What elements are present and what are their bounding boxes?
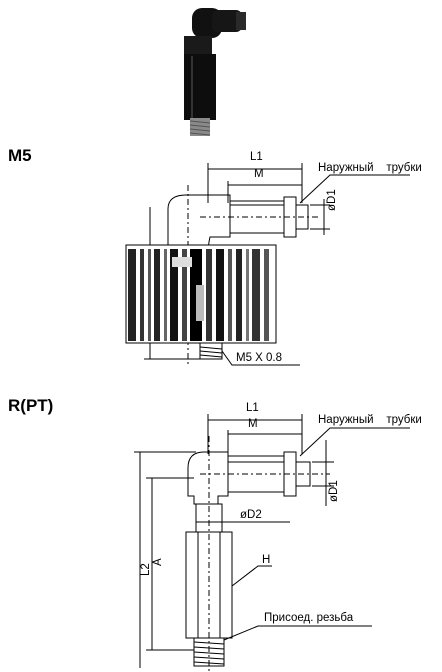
rpt-thread-leader bbox=[223, 625, 372, 641]
m5-label-outer-tube: Наружный трубки bbox=[318, 162, 422, 174]
rpt-label-m: M bbox=[248, 418, 258, 430]
rpt-drawing bbox=[134, 414, 410, 671]
rpt-label-l1: L1 bbox=[246, 402, 259, 414]
m5-label-m: M bbox=[254, 168, 264, 180]
m5-tube-leader bbox=[299, 174, 410, 204]
rpt-label-outer-tube: Наружный трубки bbox=[318, 414, 422, 426]
m5-label-l1: L1 bbox=[250, 151, 263, 163]
photo-thread-lines bbox=[189, 120, 211, 136]
photo-hex-body bbox=[184, 54, 216, 120]
rpt-label-h: H bbox=[262, 554, 271, 566]
rpt-label-conn-thread: Присоед. резьба bbox=[264, 612, 354, 624]
rpt-label-l2: L2 bbox=[140, 563, 152, 576]
rpt-tube-leader bbox=[299, 427, 410, 457]
m5-body-block bbox=[125, 244, 277, 344]
section-title-m5: M5 bbox=[8, 146, 32, 165]
fitting-photo bbox=[184, 8, 246, 136]
rpt-h-leader bbox=[231, 565, 272, 587]
rpt-elbow-outline bbox=[187, 451, 229, 505]
rpt-release-ring bbox=[295, 461, 311, 487]
m5-label-thread: M5 X 0.8 bbox=[236, 352, 283, 364]
photo-neck bbox=[184, 36, 212, 56]
photo-collet bbox=[236, 12, 246, 30]
m5-label-d1: øD1 bbox=[326, 189, 338, 211]
m5-drawing bbox=[125, 163, 410, 366]
m5-thread bbox=[199, 342, 300, 366]
rpt-label-d2: øD2 bbox=[240, 509, 262, 521]
rpt-label-a: A bbox=[152, 558, 164, 566]
m5-thread-leader bbox=[221, 350, 300, 366]
photo-side-outlet bbox=[212, 10, 242, 32]
rpt-label-d1: øD1 bbox=[328, 480, 340, 502]
section-title-rpt: R(PT) bbox=[8, 396, 54, 415]
